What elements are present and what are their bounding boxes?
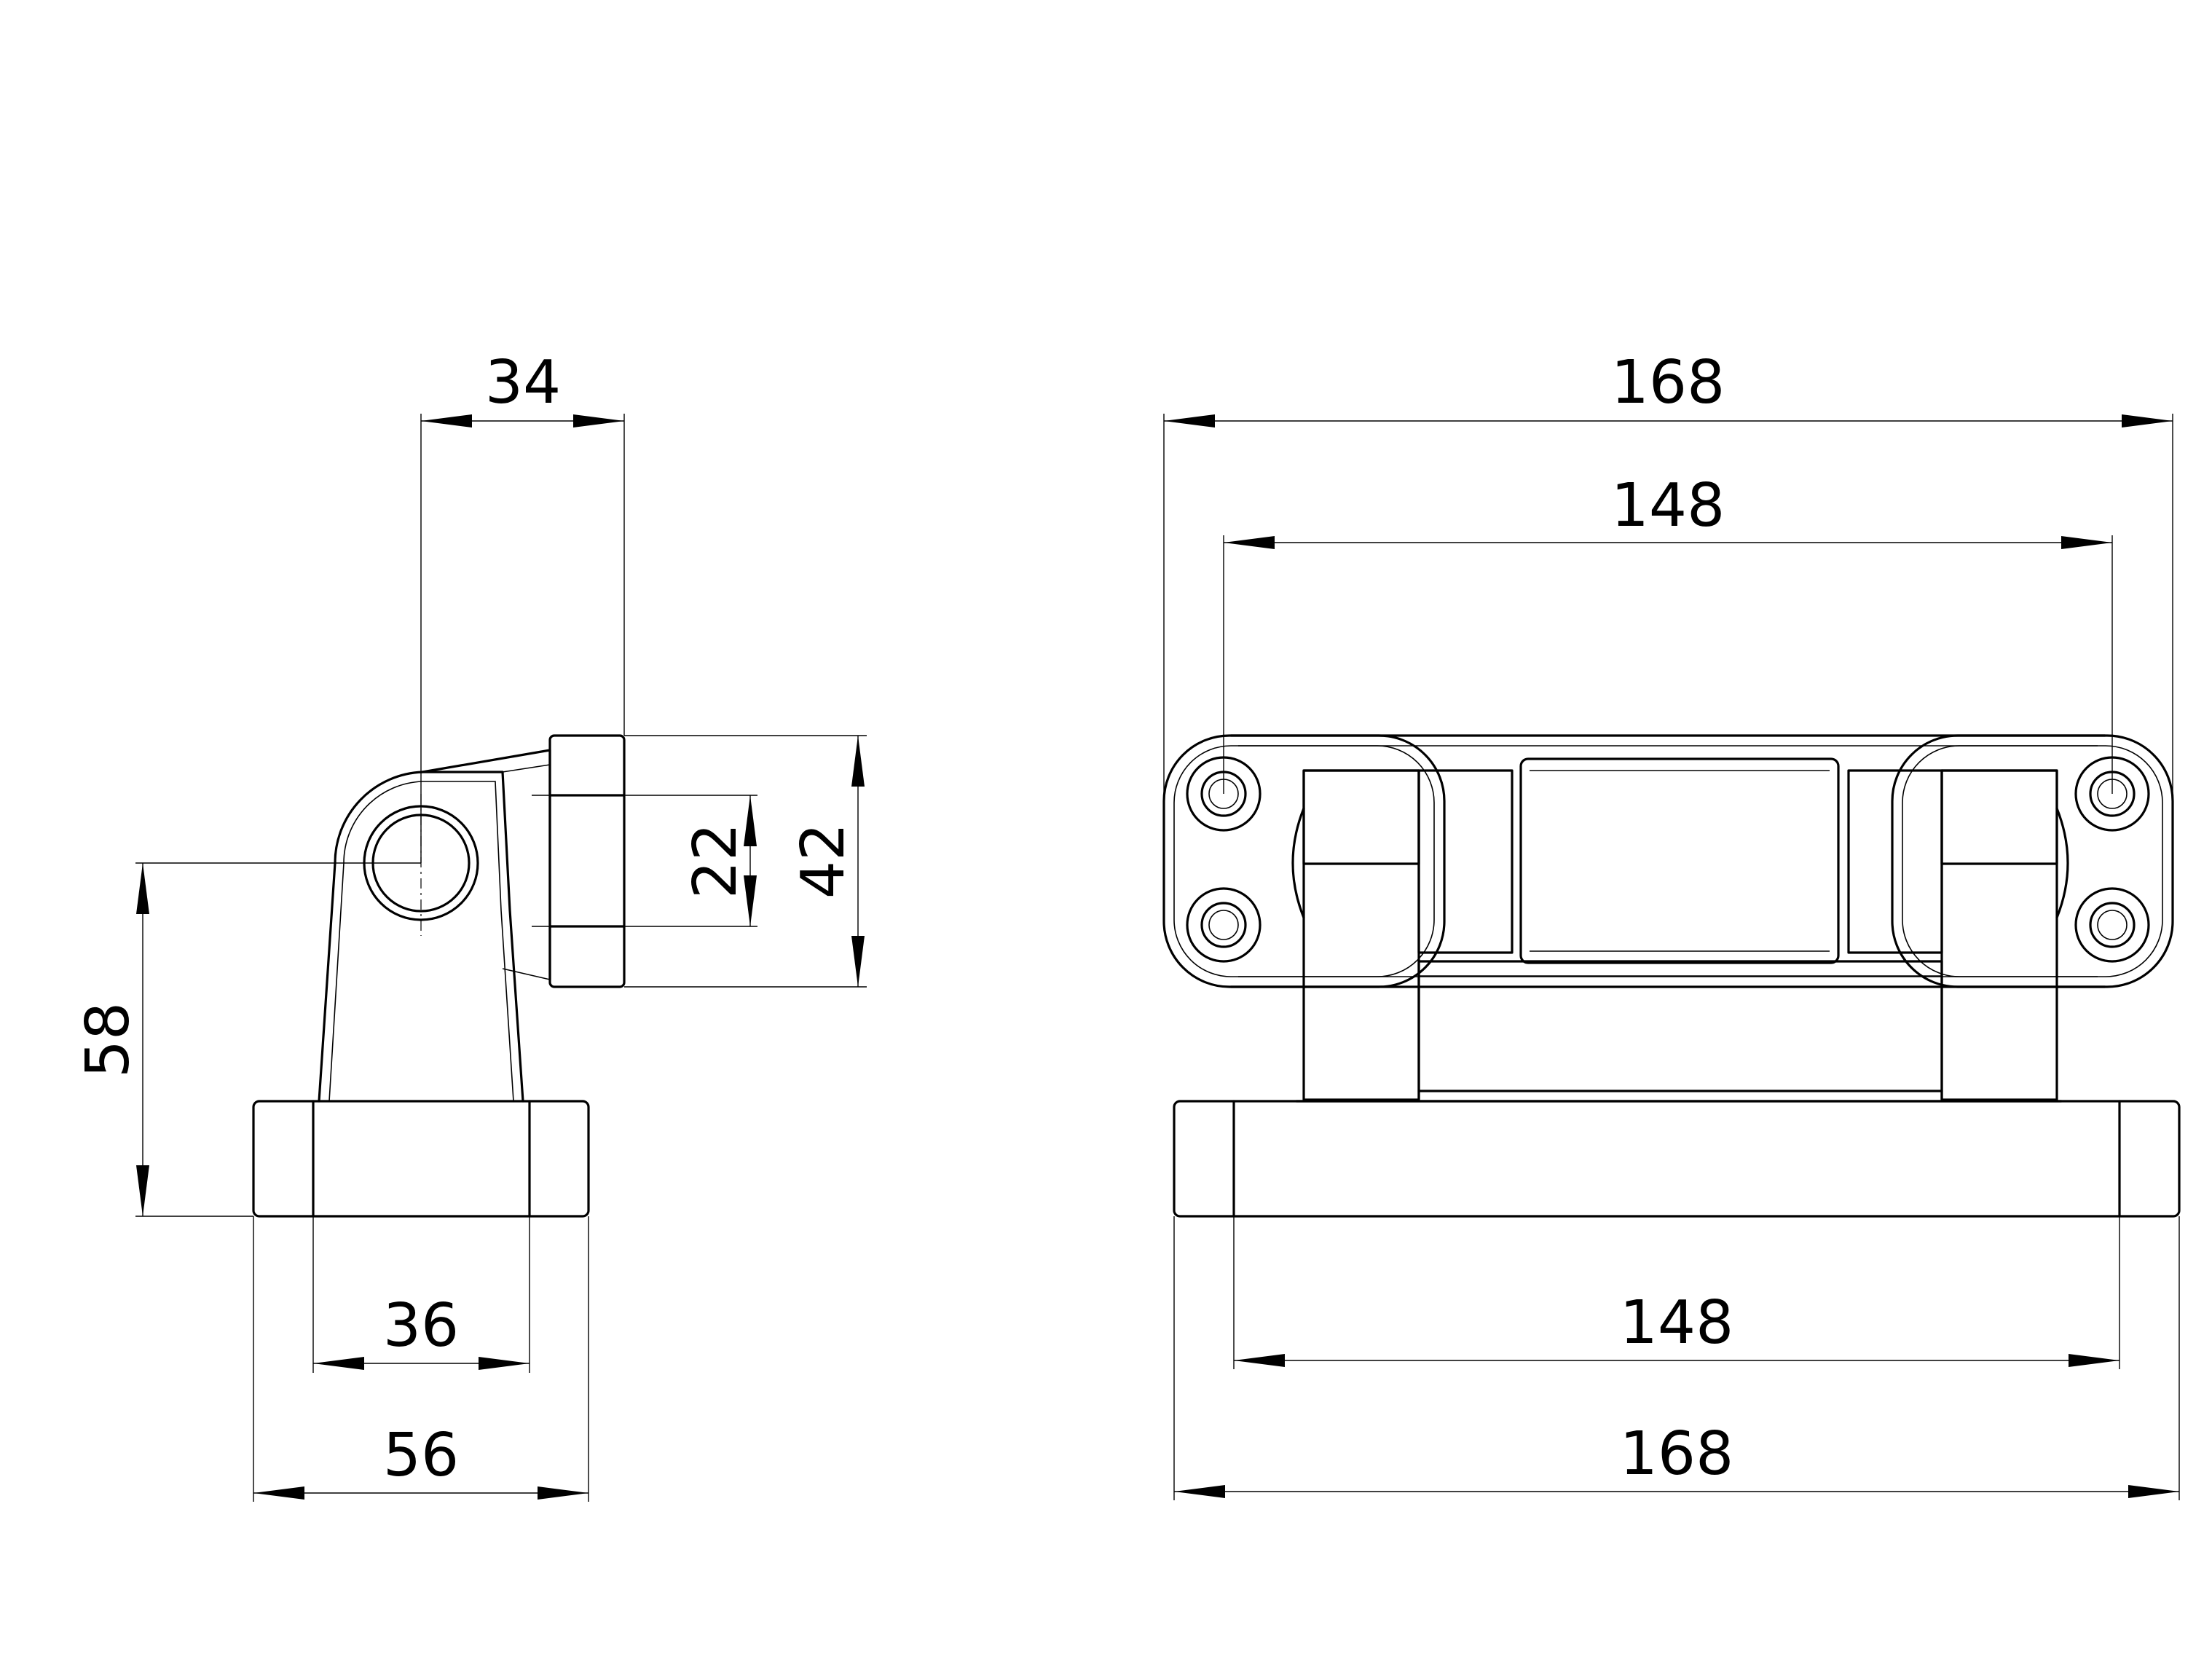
dim-22: 22 xyxy=(532,795,757,927)
front-hinge-body xyxy=(1291,757,2069,1101)
front-plate xyxy=(1162,734,2174,988)
dim-148-top: 148 xyxy=(1223,471,2113,794)
dim-22-label: 22 xyxy=(681,823,750,899)
side-base xyxy=(252,1100,590,1218)
dim-148-bottom-label: 148 xyxy=(1620,1288,1734,1358)
dim-168-bottom: 168 xyxy=(1173,1216,2180,1500)
dim-36: 36 xyxy=(312,1216,530,1373)
front-hole-bottom-left xyxy=(1186,887,1262,963)
dim-34: 34 xyxy=(420,348,625,863)
side-arm xyxy=(318,749,551,1103)
front-view: 168 148 148 168 xyxy=(1162,348,2181,1500)
dim-42: 42 xyxy=(624,735,867,988)
dim-34-label: 34 xyxy=(485,348,561,417)
dim-56: 56 xyxy=(253,1216,589,1502)
front-hole-bottom-right xyxy=(2074,887,2150,963)
front-base xyxy=(1173,1100,2181,1218)
dim-56-label: 56 xyxy=(383,1421,459,1490)
side-view: 34 22 42 58 xyxy=(74,348,867,1502)
dim-58-label: 58 xyxy=(74,1002,143,1078)
dim-148-bottom: 148 xyxy=(1233,1216,2120,1369)
dim-168-top-label: 168 xyxy=(1611,348,1725,417)
dim-148-top-label: 148 xyxy=(1611,471,1725,540)
dim-58: 58 xyxy=(74,862,421,1217)
dim-168-bottom-label: 168 xyxy=(1620,1419,1734,1489)
dim-168-top: 168 xyxy=(1163,348,2173,863)
dim-36-label: 36 xyxy=(383,1291,459,1360)
dim-42-label: 42 xyxy=(789,823,858,899)
side-plate xyxy=(548,734,626,988)
